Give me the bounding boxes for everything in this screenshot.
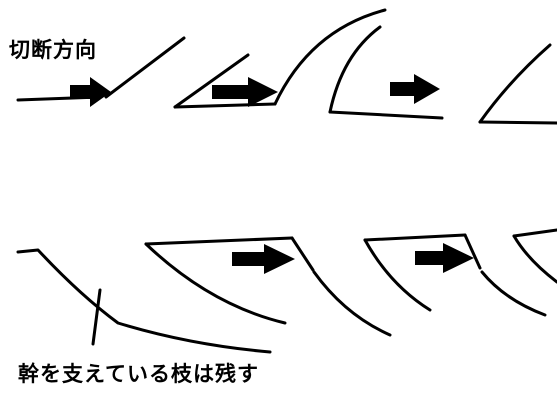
bottom-branch-2-curve (144, 242, 287, 325)
arrow-icon (212, 77, 278, 107)
supporting-branch-line (91, 288, 102, 346)
bottom-branch-2 (144, 236, 392, 337)
bottom-branch-4 (512, 228, 557, 284)
arrow-icon (415, 243, 474, 273)
bottom-branch-4-top (512, 228, 557, 238)
bottom-branch-3-lower-curve (480, 270, 547, 317)
top-branch-3-outer-curve (328, 25, 382, 114)
top-branch-2-cut-curve (273, 8, 387, 106)
top-branch-2 (173, 8, 387, 109)
bottom-branch-3 (363, 233, 547, 317)
top-branch-2-upper-edge (173, 53, 250, 109)
bottom-branch-3-curve (363, 238, 432, 312)
bottom-branch-4-curve (512, 234, 557, 284)
arrow-icon (232, 244, 295, 274)
top-branch-3-tail (478, 120, 557, 125)
bottom-branch-3-top (363, 233, 467, 242)
top-branch-2-base (173, 102, 277, 109)
bottom-branch-3-cut-edge (463, 233, 482, 270)
bottom-branch-2-cut-edge (290, 236, 315, 272)
bottom-branch-2-lower-curve (312, 270, 392, 337)
keep-branch-caption: 幹を支えている枝は残す (18, 362, 259, 386)
cut-direction-label: 切断方向 (9, 38, 97, 62)
bottom-trunk-curve (16, 248, 272, 354)
top-branch-3-base (328, 110, 444, 120)
arrow-icon (390, 74, 440, 104)
top-branch-3-cut-curve (478, 43, 552, 124)
top-branch-3 (328, 25, 557, 125)
top-branch-1-cut-line (104, 36, 186, 99)
bottom-trunk (16, 248, 272, 354)
arrow-icon (70, 77, 111, 107)
bottom-branch-2-top (144, 236, 294, 246)
